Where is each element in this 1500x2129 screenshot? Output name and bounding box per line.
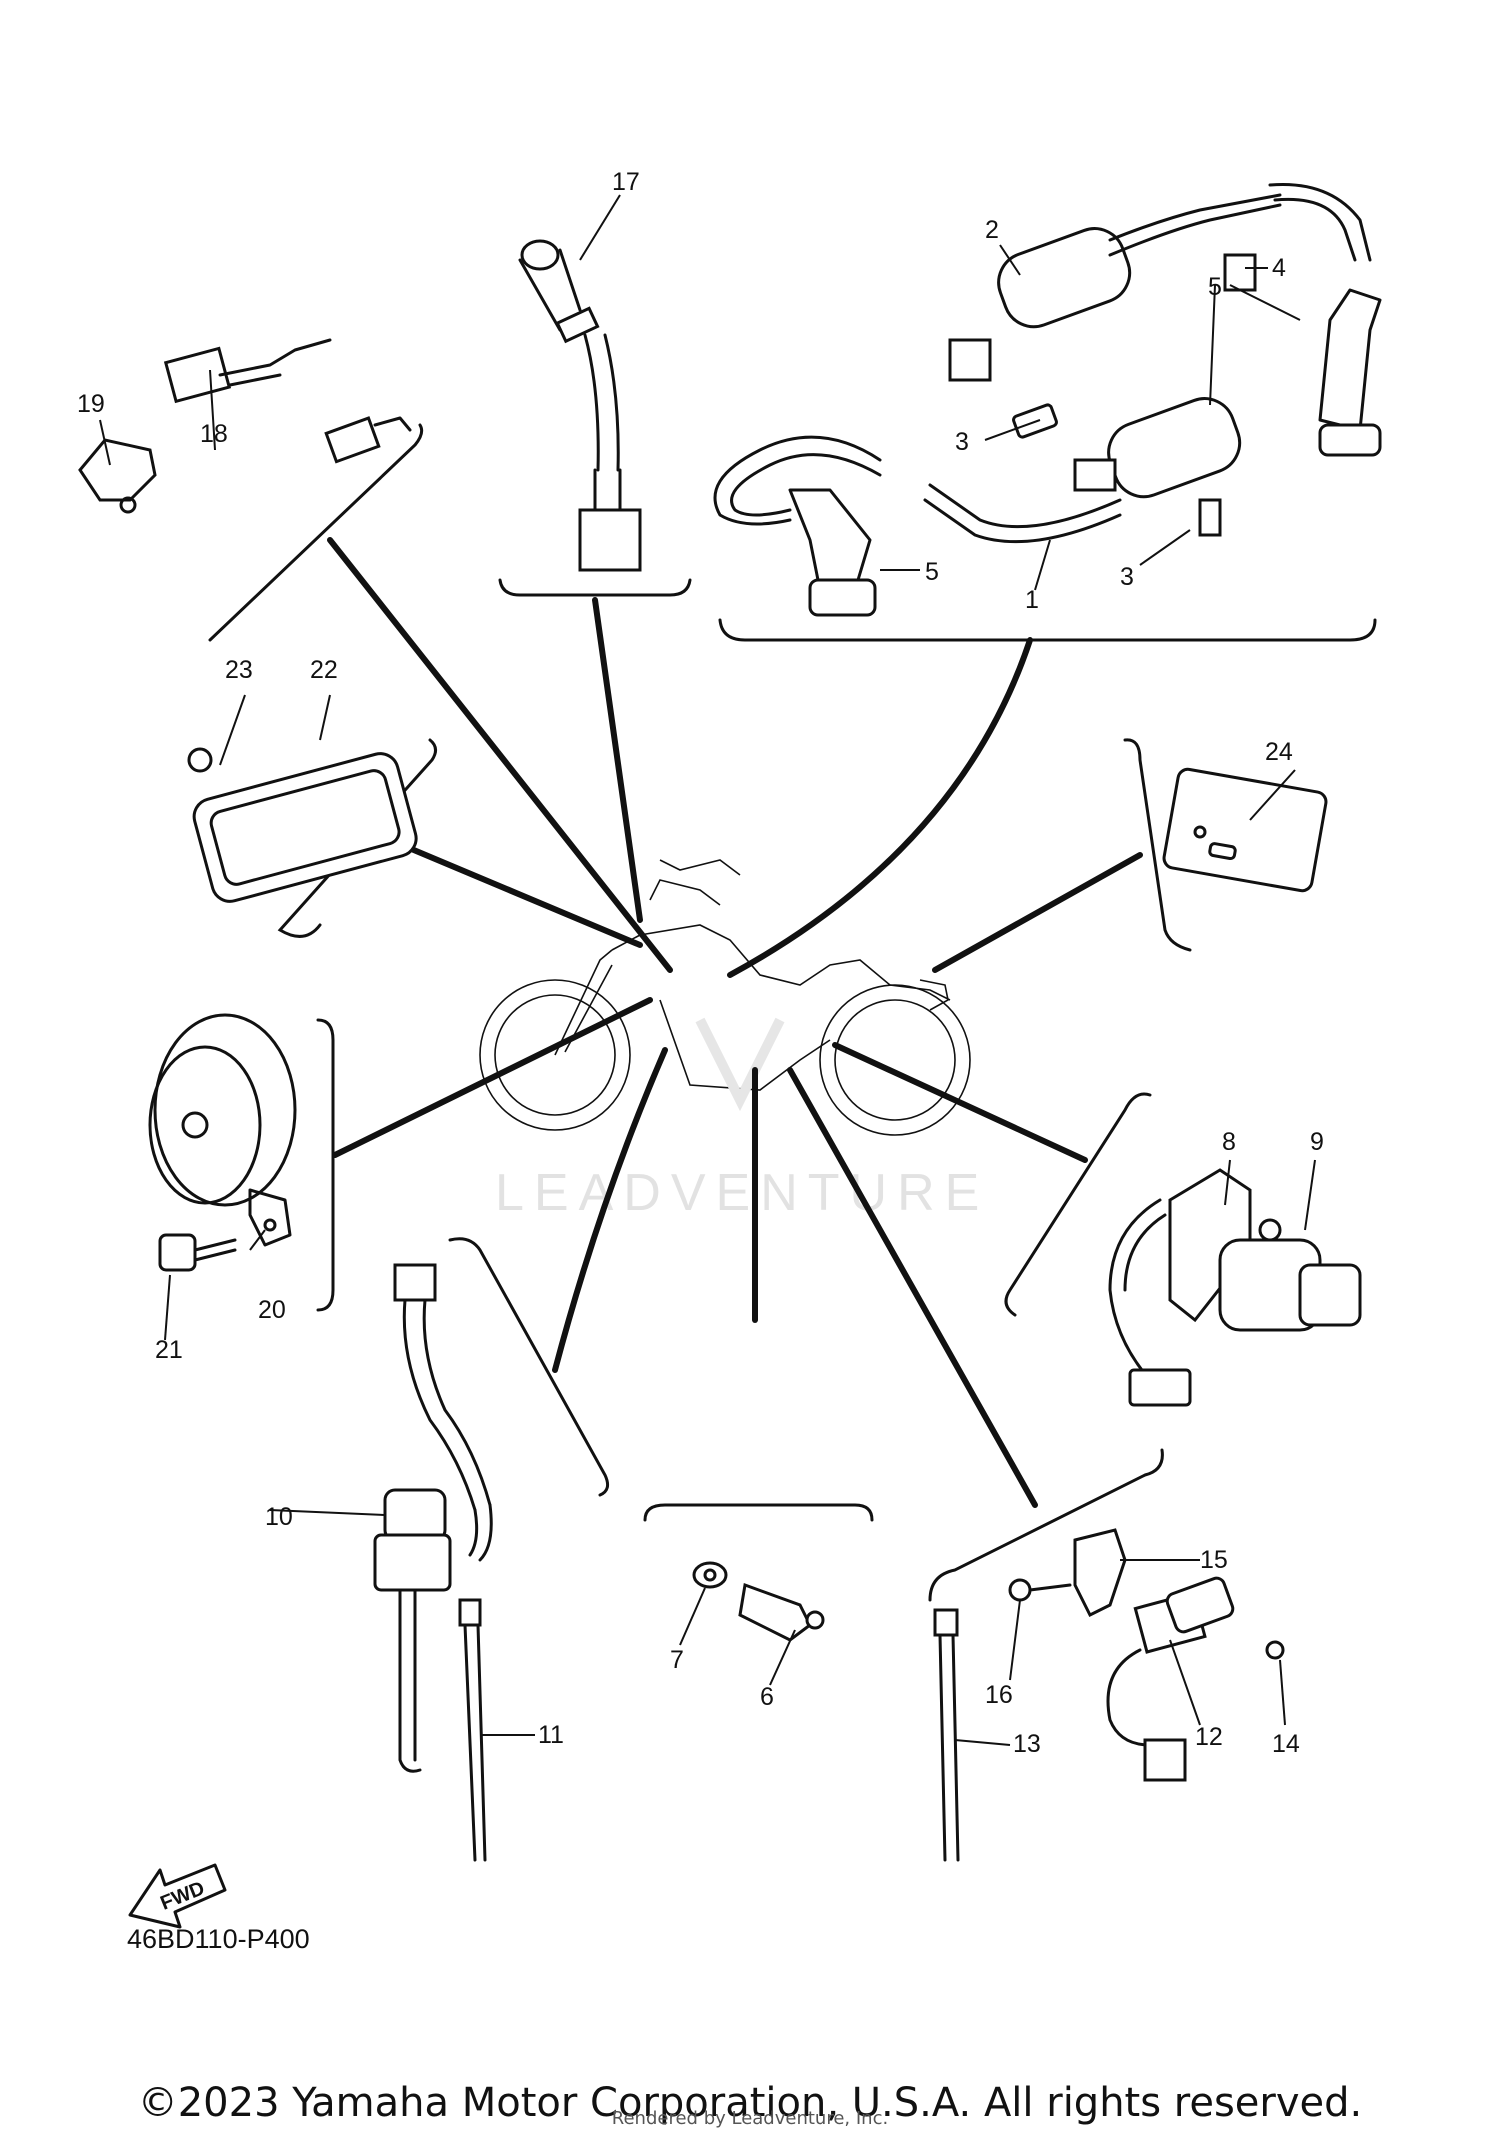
callout-22: 22	[310, 656, 338, 684]
callout-10: 10	[265, 1503, 293, 1531]
part-8-main-switch	[1108, 1168, 1362, 1407]
callout-16: 16	[985, 1681, 1013, 1709]
part-10-sensor	[373, 1263, 493, 1862]
callout-8: 8	[1222, 1128, 1236, 1156]
callout-1: 1	[1025, 586, 1039, 614]
callout-23: 23	[225, 656, 253, 684]
callout-17: 17	[612, 168, 640, 196]
rendered-by-text: Rendered by Leadventure, Inc.	[611, 2108, 889, 2129]
callout-11: 11	[538, 1721, 564, 1749]
drawing-code: 46BD110-P400	[127, 1924, 310, 1954]
callout-14: 14	[1272, 1730, 1300, 1758]
callout-5-top: 5	[1208, 273, 1222, 301]
fwd-arrow-icon: FWD	[128, 1863, 227, 1929]
motorcycle-outline	[479, 859, 971, 1136]
part-18-19-relay	[78, 338, 412, 514]
callout-18: 18	[200, 420, 228, 448]
part-20-horn	[148, 1013, 297, 1272]
callout-7: 7	[670, 1646, 684, 1674]
part-12-15-switch-assembly	[933, 1528, 1285, 1862]
callout-15: 15	[1200, 1546, 1228, 1574]
callout-19: 19	[77, 390, 105, 418]
part-1-2-ignition-coils	[713, 182, 1382, 617]
callout-5-bottom: 5	[925, 558, 939, 586]
callout-3-right: 3	[1120, 563, 1134, 591]
leader-lines	[327, 537, 1143, 1508]
copyright-text: ©2023 Yamaha Motor Corporation, U.S.A. A…	[137, 2080, 1363, 2126]
callout-9: 9	[1310, 1128, 1324, 1156]
part-24-reflector	[1162, 767, 1328, 893]
callout-24: 24	[1265, 738, 1293, 766]
callout-13: 13	[1013, 1730, 1041, 1758]
watermark-text: LEADVENTURE	[495, 1164, 989, 1222]
callout-3-left: 3	[955, 428, 969, 456]
part-6-7-sensor	[692, 1561, 825, 1642]
part-22-reflector	[187, 747, 418, 903]
part-17-switch	[518, 239, 642, 572]
watermark-logo	[695, 1017, 785, 1112]
callout-leaders	[99, 194, 1316, 1746]
callout-6: 6	[760, 1683, 774, 1711]
callout-20: 20	[258, 1296, 286, 1324]
callout-4: 4	[1272, 254, 1286, 282]
callout-2: 2	[985, 216, 999, 244]
callout-12: 12	[1195, 1723, 1223, 1751]
callout-21: 21	[155, 1336, 183, 1364]
callout-numbers: 17 2 4 5 3 3 5 1 19 18 23 22 24 8 9 10 1…	[77, 168, 1324, 1758]
brackets	[208, 423, 1377, 1602]
